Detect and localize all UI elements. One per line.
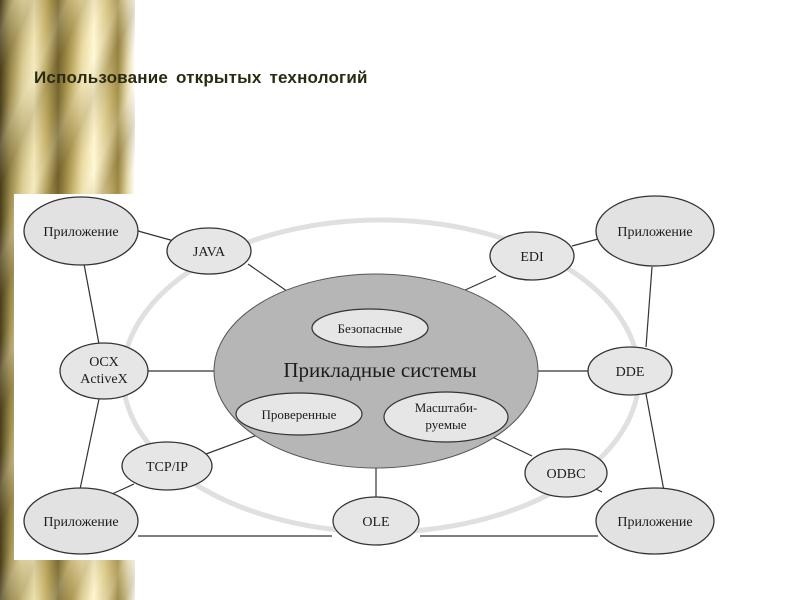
tech-label-ole: OLE <box>362 515 389 530</box>
connector-app-tr-dde <box>645 266 653 348</box>
connector-app-tl-java <box>137 230 175 242</box>
connector-app-tl-ocx <box>83 263 100 345</box>
tech-node-ocx-activex: OCX ActiveX <box>59 342 149 400</box>
diagram-figure: Прикладные системы Безопасные Проверенны… <box>14 194 724 560</box>
app-node-bottom-right: Приложение <box>595 487 715 555</box>
tech-node-tcpip: TCP/IP <box>121 441 213 491</box>
app-label-bottom-right: Приложение <box>617 515 692 530</box>
app-node-bottom-left: Приложение <box>23 487 139 555</box>
attribute-scalable-line2: руемые <box>425 417 466 432</box>
connector-edi-app-tr <box>571 238 599 247</box>
tech-node-dde: DDE <box>587 346 673 396</box>
app-node-top-left: Приложение <box>23 196 139 266</box>
attribute-safe-label: Безопасные <box>338 321 403 336</box>
app-node-top-right: Приложение <box>595 195 715 267</box>
connector-tcpip-app-bl <box>111 483 135 495</box>
app-label-top-left: Приложение <box>43 225 118 240</box>
app-label-top-right: Приложение <box>617 225 692 240</box>
tech-label-tcpip: TCP/IP <box>146 460 188 475</box>
tech-node-ole: OLE <box>332 496 420 546</box>
tech-label-dde: DDE <box>616 365 645 380</box>
center-node: Прикладные системы <box>213 273 539 469</box>
tech-node-edi: EDI <box>489 231 575 281</box>
attribute-safe: Безопасные <box>311 308 429 348</box>
tech-label-java: JAVA <box>193 245 226 260</box>
tech-label-activex: ActiveX <box>80 372 127 387</box>
attribute-tested: Проверенные <box>235 392 363 436</box>
tech-node-java: JAVA <box>166 227 252 275</box>
diagram-svg: Прикладные системы Безопасные Проверенны… <box>23 195 715 555</box>
tech-label-edi: EDI <box>520 250 544 265</box>
slide-title: Использование открытых технологий <box>34 68 368 87</box>
attribute-scalable: Масштаби- руемые <box>383 391 509 443</box>
attribute-scalable-line1: Масштаби- <box>415 400 478 415</box>
tech-node-odbc: ODBC <box>524 448 608 498</box>
connector-ocx-app-bl <box>78 398 100 495</box>
connector-dde-app-br <box>645 393 665 492</box>
center-label: Прикладные системы <box>283 358 476 382</box>
tech-label-ocx: OCX <box>89 355 119 370</box>
connector-tcpip-center <box>205 433 261 455</box>
app-label-bottom-left: Приложение <box>43 515 118 530</box>
attribute-tested-label: Проверенные <box>262 407 337 422</box>
tech-label-odbc: ODBC <box>547 467 586 482</box>
